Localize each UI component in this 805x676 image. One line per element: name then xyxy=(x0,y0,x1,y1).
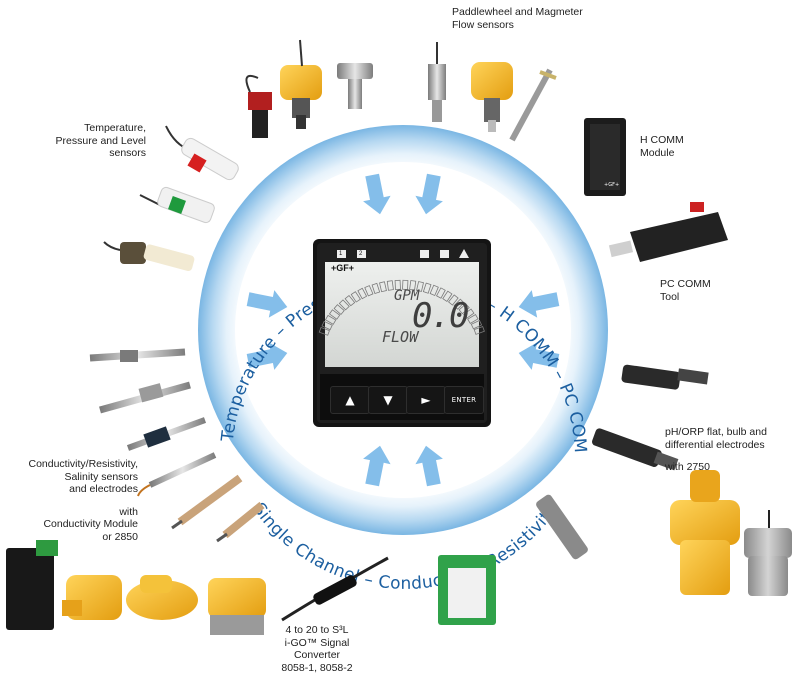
bargraph-segment xyxy=(394,279,401,290)
bargraph-segment xyxy=(453,298,465,310)
indicator-1: 1 xyxy=(339,251,343,257)
pccomm-label: PC COMM Tool xyxy=(660,278,711,303)
up-button[interactable]: ▲ xyxy=(330,386,370,414)
bargraph-segment xyxy=(328,309,341,320)
indicator-2: 2 xyxy=(359,251,363,257)
bargraph-segment xyxy=(357,287,368,300)
bargraph-segment xyxy=(318,326,330,336)
hcomm-label: H COMM Module xyxy=(640,134,684,159)
enter-button[interactable]: ENTER xyxy=(444,386,484,414)
ph-electrode-illustration-3 xyxy=(536,494,588,560)
conductivity-sensors-label: Conductivity/Resistivity, Salinity senso… xyxy=(28,458,138,543)
lcd-reading: 0.0 xyxy=(412,296,469,336)
inward-arrow xyxy=(415,445,443,487)
inward-arrow xyxy=(246,290,288,318)
yellow-housing-bottom-1 xyxy=(62,575,122,620)
bargraph-segment xyxy=(333,304,345,315)
signal-converter-illustration xyxy=(281,556,389,622)
bargraph-segment xyxy=(409,280,417,291)
bargraph-segment xyxy=(458,303,470,315)
ph-electrode-illustration-2 xyxy=(592,428,679,471)
bargraph-segment xyxy=(386,280,394,291)
inward-arrow xyxy=(363,445,391,487)
yellow-housing-illustration xyxy=(670,470,740,595)
down-button[interactable]: ▼ xyxy=(368,386,408,414)
svg-text:+GF+: +GF+ xyxy=(604,182,619,188)
bargraph-segment xyxy=(436,287,446,299)
right-button[interactable]: ► xyxy=(406,386,446,414)
temperature-sensors-label: Temperature, Pressure and Level sensors xyxy=(55,122,146,159)
bargraph-segment xyxy=(324,314,337,325)
bargraph-segment xyxy=(463,308,475,319)
bargraph-segment xyxy=(473,326,485,335)
instrument-bezel xyxy=(313,239,491,427)
inward-arrows xyxy=(246,173,560,487)
bargraph-segment xyxy=(442,290,453,302)
lcd-screen xyxy=(325,262,479,367)
gray-sensor-illustration xyxy=(744,510,792,596)
inward-arrow xyxy=(246,342,288,370)
inward-arrow xyxy=(518,342,560,370)
indicator-3-box xyxy=(420,250,429,258)
signal-converter-label: 4 to 20 to S³L i-GO™ Signal Converter 80… xyxy=(281,624,353,674)
bargraph-segment xyxy=(470,319,483,330)
bargraph-segment xyxy=(379,281,387,293)
probe-illustration-1 xyxy=(89,348,186,362)
bargraph-segment xyxy=(402,279,409,290)
hcomm-module-illustration: +GF+ xyxy=(584,118,626,196)
bargraph-segment xyxy=(467,314,479,324)
inward-arrow xyxy=(363,173,391,215)
bargraph-segment xyxy=(350,291,361,303)
level-sensor-illustration xyxy=(103,241,195,272)
bargraph-segment xyxy=(429,284,439,296)
indicator-1-box xyxy=(337,250,346,258)
conductivity-sensor-illustration-2 xyxy=(137,452,217,497)
bargraph-segment xyxy=(371,282,381,295)
paddlewheel-sensor-illustration xyxy=(280,39,322,129)
flow-sensors-label: Paddlewheel and Magmeter Flow sensors xyxy=(452,6,583,31)
magmeter-sensor-illustration xyxy=(428,42,446,122)
bargraph-segment xyxy=(338,299,350,311)
warning-icon xyxy=(459,249,469,258)
yellow-housing-bottom-2 xyxy=(126,575,198,620)
conductivity-sensor-illustration-1 xyxy=(126,417,207,451)
metal-fitting-illustration xyxy=(337,63,373,109)
bargraph-segment xyxy=(364,285,374,297)
bargraph-segment xyxy=(416,281,424,292)
lcd-bargraph xyxy=(318,279,485,336)
conductivity-sensor-illustration-3 xyxy=(171,474,243,530)
ph-electrode-illustration-1 xyxy=(621,364,709,390)
bargraph-segment xyxy=(422,282,432,294)
probe-illustration-2 xyxy=(99,381,191,414)
lcd-unit: GPM xyxy=(394,288,420,304)
indicator-4-box xyxy=(440,250,449,258)
temp-sensor-illustration-2 xyxy=(139,186,215,224)
insertion-probe-illustration xyxy=(509,68,557,142)
hot-tap-sensor-illustration xyxy=(245,74,272,138)
yellow-housing-bottom-3 xyxy=(208,578,266,635)
bargraph-segment xyxy=(321,320,333,331)
lcd-brand: +GF+ xyxy=(331,263,355,273)
green-module-illustration xyxy=(438,555,496,625)
ph-electrodes-label: pH/ORP flat, bulb and differential elect… xyxy=(665,426,767,473)
bargraph-segment xyxy=(344,294,356,307)
lcd-mode: FLOW xyxy=(382,328,419,346)
indicator-2-box xyxy=(357,250,366,258)
inward-arrow xyxy=(415,173,443,215)
temp-sensor-illustration-1 xyxy=(165,125,239,181)
conductivity-sensor-illustration-4 xyxy=(216,501,265,543)
yellow-flow-sensor-illustration xyxy=(471,62,513,132)
black-module-illustration xyxy=(6,540,58,630)
pccomm-tool-illustration xyxy=(608,202,728,262)
bargraph-segment xyxy=(447,294,459,306)
inward-arrow xyxy=(518,290,560,318)
